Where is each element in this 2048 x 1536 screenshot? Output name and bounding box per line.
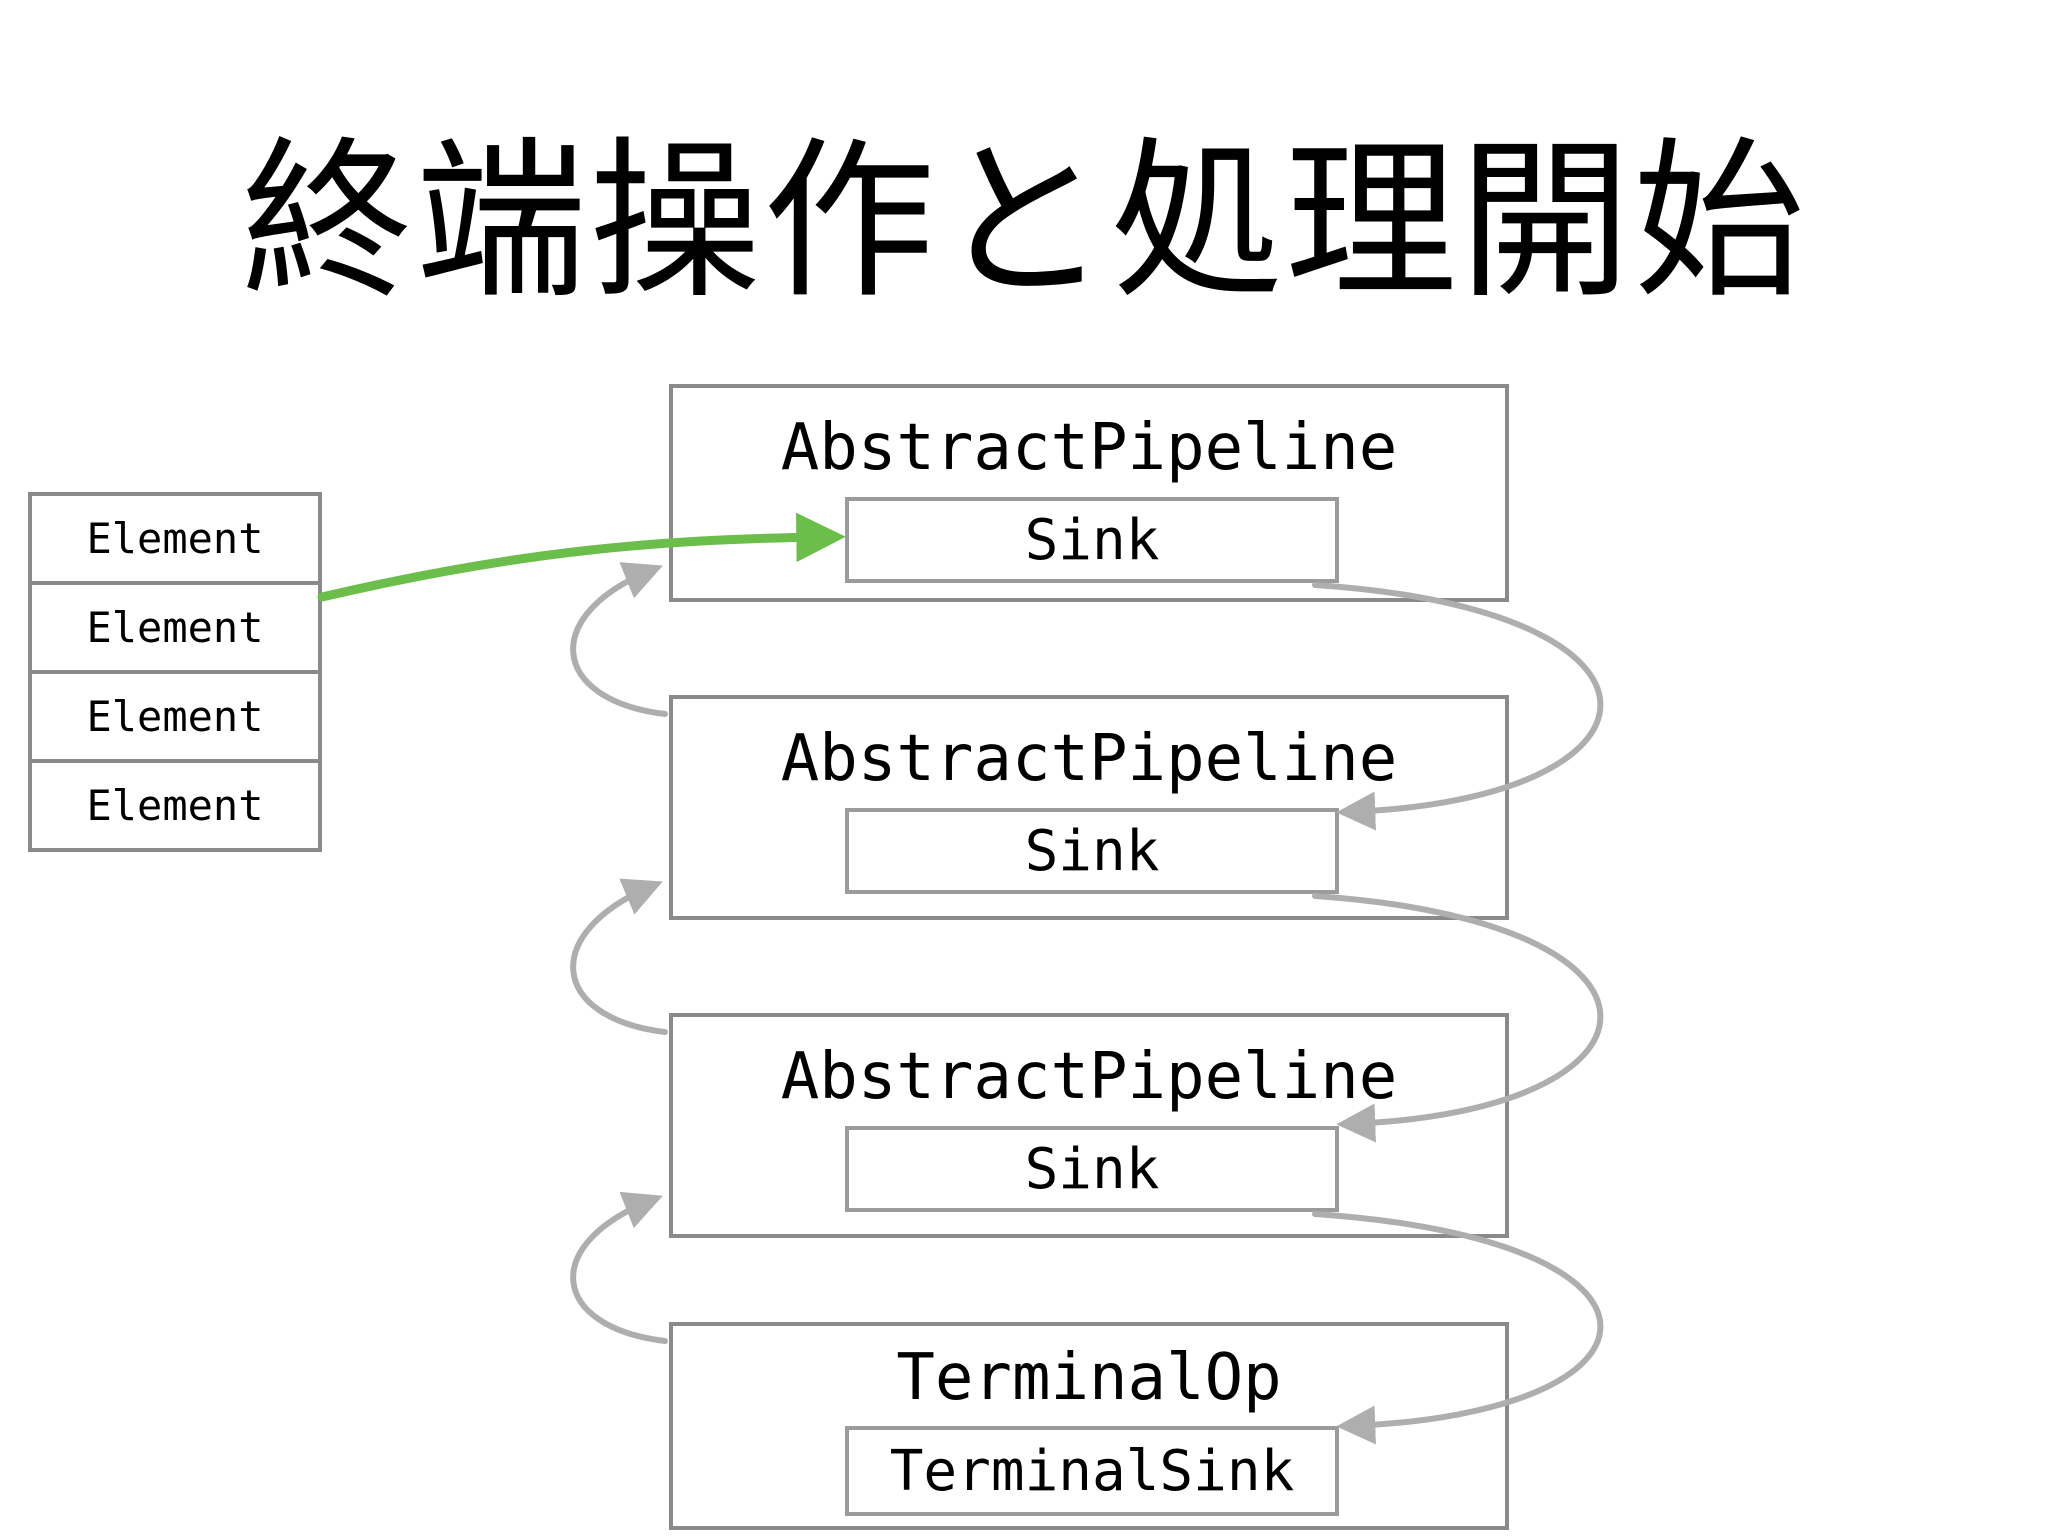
sink-box-1: Sink bbox=[845, 497, 1339, 583]
sink-label: Sink bbox=[1024, 507, 1160, 573]
pipeline-title: AbstractPipeline bbox=[780, 722, 1398, 796]
pipeline-box-1: AbstractPipeline Sink bbox=[669, 384, 1509, 602]
element-row-2: Element bbox=[28, 581, 322, 674]
pipeline-box-2: AbstractPipeline Sink bbox=[669, 695, 1509, 920]
element-row-1: Element bbox=[28, 492, 322, 585]
element-stack: Element Element Element Element bbox=[28, 492, 322, 852]
element-label: Element bbox=[86, 692, 264, 741]
sink-label: Sink bbox=[1024, 1136, 1160, 1202]
pipeline-title: AbstractPipeline bbox=[780, 411, 1398, 485]
element-label: Element bbox=[86, 603, 264, 652]
pipeline-title: AbstractPipeline bbox=[780, 1040, 1398, 1114]
element-label: Element bbox=[86, 781, 264, 830]
sink-box-2: Sink bbox=[845, 808, 1339, 894]
pipeline-box-3: AbstractPipeline Sink bbox=[669, 1013, 1509, 1238]
element-label: Element bbox=[86, 514, 264, 563]
sink-label: Sink bbox=[1024, 818, 1160, 884]
upstream-arc-3 bbox=[570, 1191, 668, 1344]
element-row-3: Element bbox=[28, 670, 322, 763]
sink-box-3: Sink bbox=[845, 1126, 1339, 1212]
pipeline-title: TerminalOp bbox=[896, 1341, 1282, 1415]
upstream-arc-2 bbox=[570, 878, 668, 1035]
element-row-4: Element bbox=[28, 759, 322, 852]
upstream-arc-1 bbox=[570, 562, 668, 717]
pipeline-box-terminal: TerminalOp TerminalSink bbox=[669, 1322, 1509, 1530]
sink-label: TerminalSink bbox=[889, 1438, 1295, 1504]
terminal-sink-box: TerminalSink bbox=[845, 1426, 1339, 1516]
slide-title: 終端操作と処理開始 bbox=[241, 126, 1807, 318]
